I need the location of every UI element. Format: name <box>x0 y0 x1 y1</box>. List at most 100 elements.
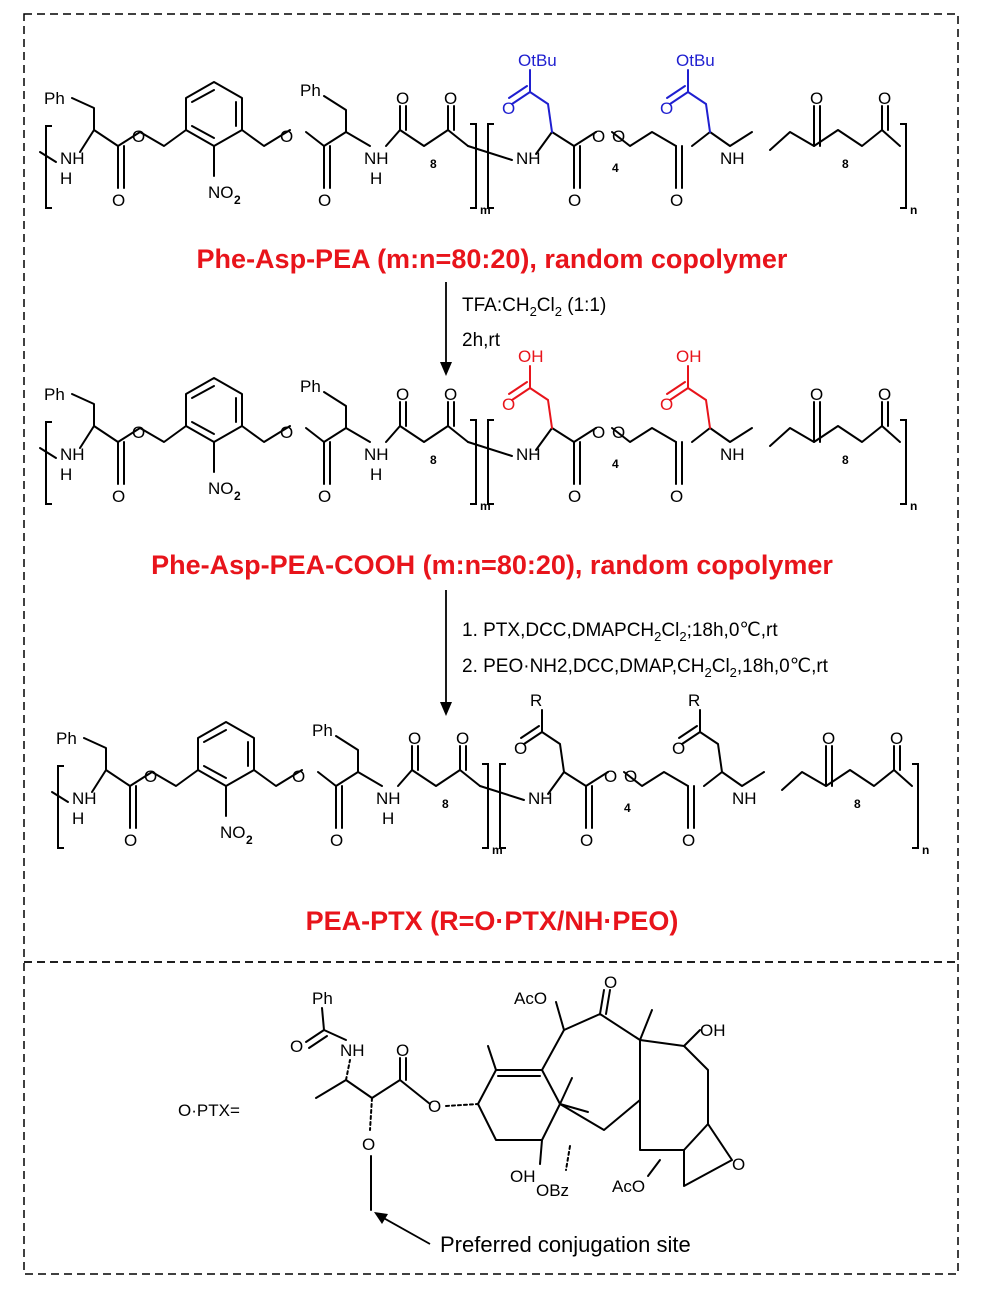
atom-label: H <box>60 169 72 188</box>
atom-label: NH <box>720 149 745 168</box>
atom-label: Ph <box>300 377 321 396</box>
step1-conditions-line2: 2h,rt <box>462 330 501 351</box>
atom-label: O <box>568 191 581 210</box>
ptx-amide-o: O <box>290 1037 303 1056</box>
atom-label: H <box>60 465 72 484</box>
atom-label: m <box>492 843 503 857</box>
atom-label: NH <box>528 789 553 808</box>
ptx-oh-right: OH <box>700 1021 726 1040</box>
atom-label: O <box>112 191 125 210</box>
ptx-ring-o: O <box>428 1097 441 1116</box>
atom-label: OtBu <box>676 51 715 70</box>
atom-label: O <box>396 385 409 404</box>
atom-label: 2 <box>234 193 241 207</box>
atom-label: Ph <box>44 89 65 108</box>
step1-conditions-line1: TFA:CH2Cl2 (1:1) <box>462 295 606 319</box>
conjugation-site-note: Preferred conjugation site <box>440 1232 691 1257</box>
atom-label: O <box>318 191 331 210</box>
atom-label: OH <box>676 347 702 366</box>
atom-label: O <box>330 831 343 850</box>
atom-label: O <box>502 99 515 118</box>
atom-label: O <box>878 89 891 108</box>
atom-label: m <box>480 203 491 217</box>
atom-label: 8 <box>442 797 449 811</box>
atom-label: O <box>124 831 137 850</box>
atom-label: 8 <box>842 157 849 171</box>
ptx-obz: OBz <box>536 1181 569 1200</box>
atom-label: O <box>612 423 625 442</box>
atom-label: O <box>280 127 293 146</box>
atom-label: NH <box>364 445 389 464</box>
ptx-aco-bottom: AcO <box>612 1177 645 1196</box>
atom-label: NH <box>732 789 757 808</box>
polymer-1-title: Phe-Asp-PEA (m:n=80:20), random copolyme… <box>197 244 788 274</box>
ptx-ether-o: O <box>362 1135 375 1154</box>
atom-label: 8 <box>854 797 861 811</box>
atom-label: H <box>370 169 382 188</box>
atom-label: 4 <box>612 457 619 471</box>
atom-label: H <box>382 809 394 828</box>
atom-label: O <box>672 739 685 758</box>
atom-label: O <box>112 487 125 506</box>
atom-label: 2 <box>234 489 241 503</box>
reaction-arrow-2 <box>440 590 452 716</box>
atom-label: Ph <box>312 721 333 740</box>
atom-label: H <box>370 465 382 484</box>
atom-label: n <box>910 499 917 513</box>
atom-label: NO <box>208 183 234 202</box>
atom-label: Ph <box>56 729 77 748</box>
atom-label: n <box>922 843 929 857</box>
atom-label: O <box>580 831 593 850</box>
atom-label: O <box>132 127 145 146</box>
reaction-arrow-1 <box>440 282 452 376</box>
atom-label: H <box>72 809 84 828</box>
atom-label: R <box>530 691 542 710</box>
ptx-ester-o: O <box>396 1041 409 1060</box>
atom-label: O <box>396 89 409 108</box>
atom-label: NH <box>516 149 541 168</box>
atom-label: O <box>670 487 683 506</box>
step2-conditions-line1: 1. PTX,DCC,DMAPCH2Cl2;18h,0℃,rt <box>462 620 778 644</box>
ptx-oh-bottom: OH <box>510 1167 536 1186</box>
atom-label: 2 <box>246 833 253 847</box>
atom-label: 8 <box>842 453 849 467</box>
atom-label: O <box>890 729 903 748</box>
atom-label: NH <box>60 445 85 464</box>
atom-label: 4 <box>624 801 631 815</box>
ptx-nh: NH <box>340 1041 365 1060</box>
atom-label: O <box>408 729 421 748</box>
atom-label: O <box>810 385 823 404</box>
atom-label: Ph <box>300 81 321 100</box>
ptx-ketone-o: O <box>604 973 617 992</box>
atom-label: OH <box>518 347 544 366</box>
atom-label: NH <box>516 445 541 464</box>
atom-label: O <box>132 423 145 442</box>
atom-label: O <box>592 127 605 146</box>
atom-label: O <box>444 89 457 108</box>
scheme-frame-bottom <box>23 961 959 1275</box>
atom-label: NH <box>376 789 401 808</box>
atom-label: m <box>480 499 491 513</box>
atom-label: 4 <box>612 161 619 175</box>
atom-label: O <box>592 423 605 442</box>
atom-label: O <box>318 487 331 506</box>
atom-label: O <box>878 385 891 404</box>
atom-label: NO <box>208 479 234 498</box>
atom-label: O <box>624 767 637 786</box>
atom-label: OtBu <box>518 51 557 70</box>
atom-label: NH <box>72 789 97 808</box>
atom-label: NO <box>220 823 246 842</box>
ptx-ph: Ph <box>312 989 333 1008</box>
atom-label: O <box>682 831 695 850</box>
atom-label: Ph <box>44 385 65 404</box>
atom-label: O <box>444 385 457 404</box>
ptx-aco-top: AcO <box>514 989 547 1008</box>
atom-label: 8 <box>430 157 437 171</box>
polymer-2-title: Phe-Asp-PEA-COOH (m:n=80:20), random cop… <box>151 550 833 580</box>
atom-label: O <box>822 729 835 748</box>
atom-label: O <box>810 89 823 108</box>
